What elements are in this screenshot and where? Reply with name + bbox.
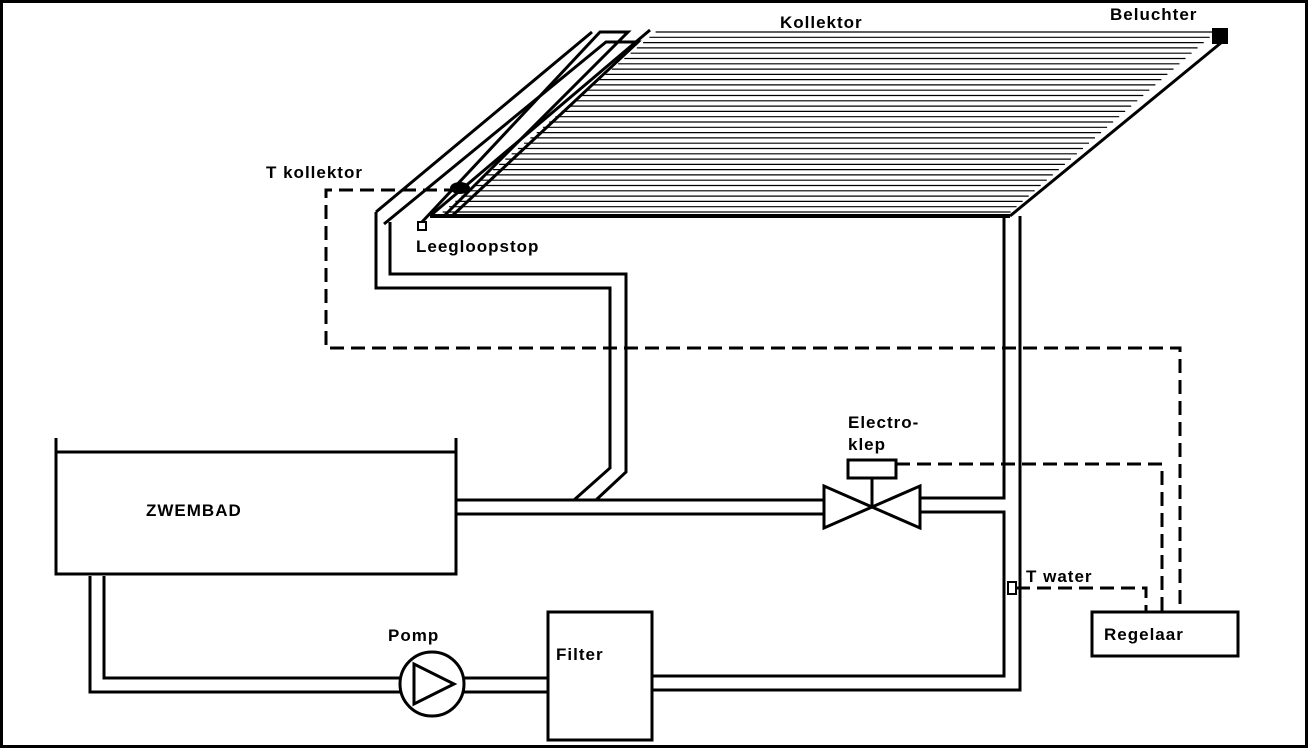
label-filter: Filter: [556, 645, 604, 664]
pump: [398, 650, 466, 718]
valve-actuator: [846, 458, 898, 480]
collector-inlet-pipe-2: [375, 30, 642, 226]
electro-valve: [822, 458, 922, 531]
controller-box: [1090, 610, 1240, 658]
label-regelaar: Regelaar: [1104, 625, 1184, 644]
label-electroklep-2: klep: [848, 435, 886, 454]
aerator: [1212, 28, 1228, 44]
label-pomp: Pomp: [388, 626, 439, 645]
sensor-line-collector: [324, 188, 1182, 612]
label-beluchter: Beluchter: [1110, 5, 1197, 24]
water-temperature-sensor: [1007, 581, 1017, 595]
pool: [54, 438, 458, 576]
label-electroklep-1: Electro-: [848, 413, 919, 432]
valve-control-line: [896, 462, 1164, 612]
label-t-kollektor: T kollektor: [266, 163, 363, 182]
return-pipe-lower: [652, 510, 1006, 678]
label-leegloopstop: Leegloopstop: [416, 237, 539, 256]
collector-panel: [429, 28, 1223, 218]
supply-pipe-inner: [388, 222, 628, 502]
pump-filter-pipe: [464, 676, 548, 694]
filter-box: [546, 610, 654, 742]
return-pipe-inner: [920, 216, 1006, 500]
pool-suction-pipe-inner: [102, 576, 400, 680]
collector-inlet-pipe: [420, 30, 632, 224]
label-t-water: T water: [1026, 567, 1093, 586]
drain-stop: [417, 221, 427, 231]
label-zwembad: ZWEMBAD: [146, 501, 242, 520]
collector-temperature-sensor: [450, 182, 470, 194]
return-pipe-outer: [652, 216, 1022, 692]
label-kollektor: Kollektor: [780, 13, 863, 32]
supply-pipe-outer: [374, 212, 612, 502]
pool-suction-pipe-outer: [88, 576, 400, 694]
sensor-line-water: [1016, 586, 1148, 612]
collector-tubes: [442, 31, 1216, 213]
